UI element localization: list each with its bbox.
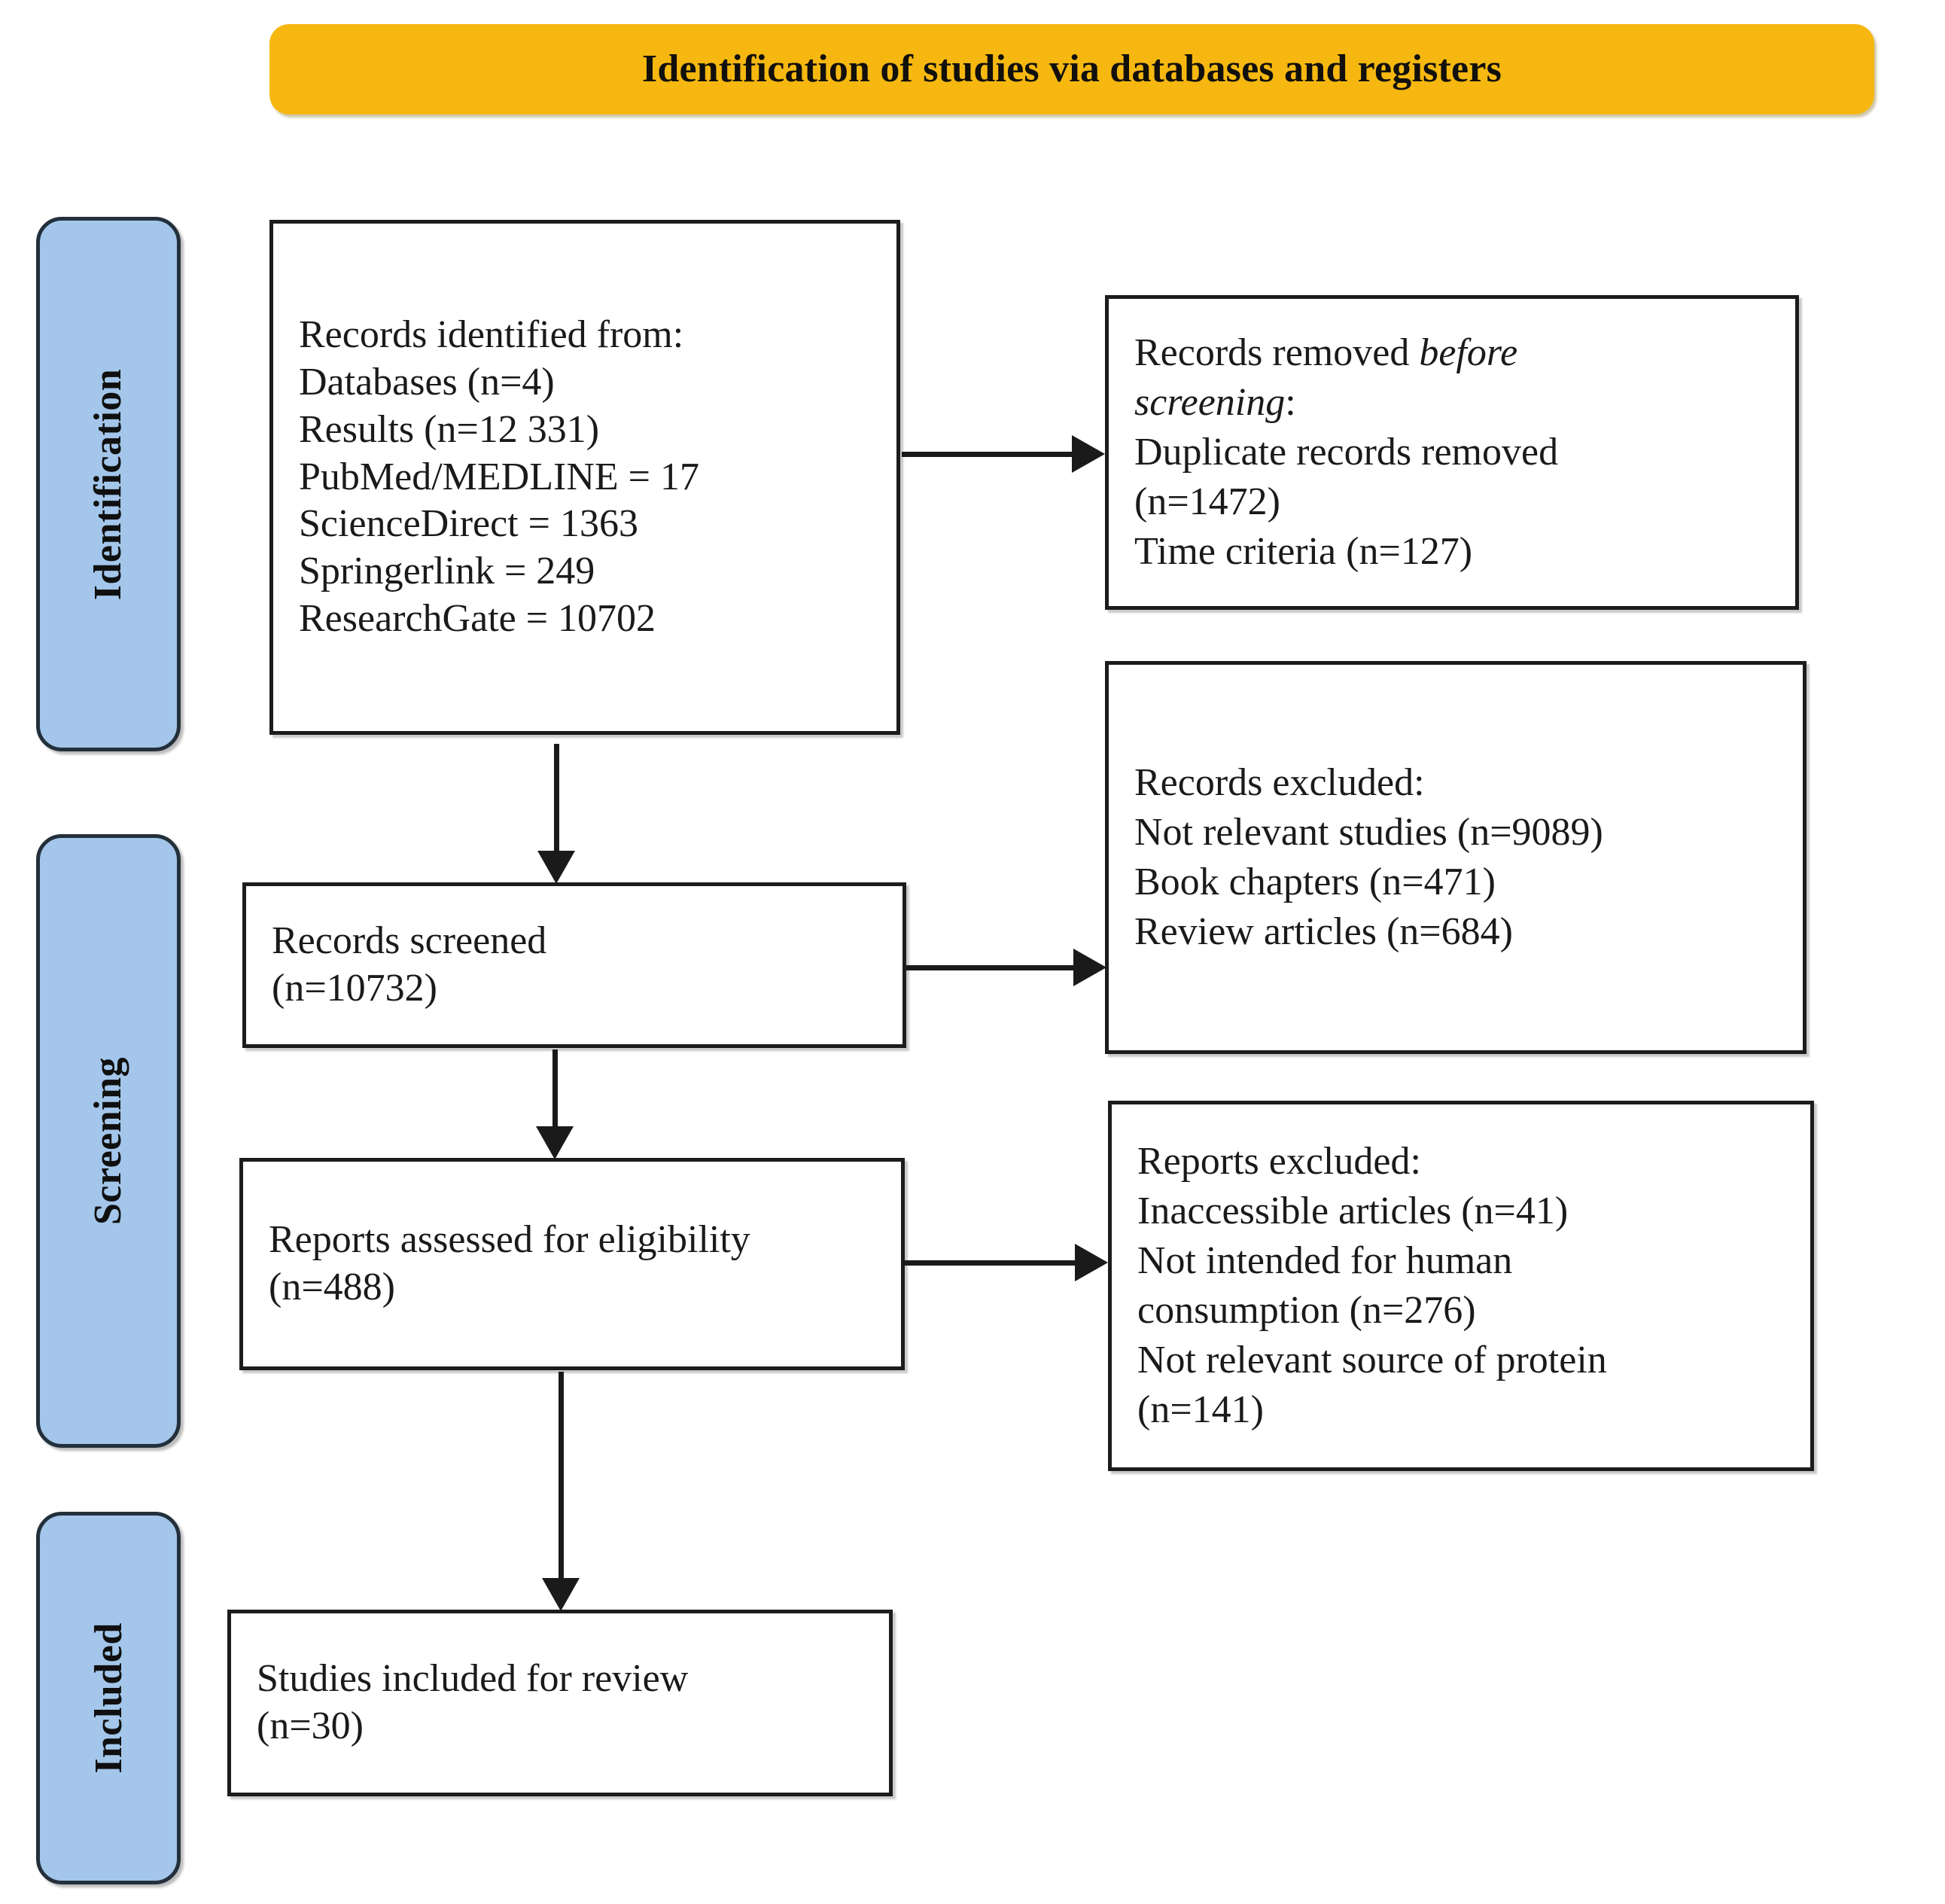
box-line: (n=488) [269,1266,395,1308]
arrow-shaft [906,965,1076,970]
arrow-head [1072,435,1105,473]
box-line: Records identified from: [299,312,684,356]
box-line: Inaccessible articles (n=41) [1137,1189,1569,1232]
stage-label-included-text: Included [87,1622,130,1774]
stage-label-screening: Screening [36,834,181,1448]
box-records-removed-before-screening: Records removed before screening: Duplic… [1105,295,1799,610]
arrow-head [1075,1244,1108,1281]
box-line: Book chapters (n=471) [1134,861,1496,903]
box-line: Time criteria (n=127) [1134,530,1473,574]
arrow-right-icon [906,949,1106,986]
arrow-shaft [902,452,1075,457]
box-records-excluded: Records excluded: Not relevant studies (… [1105,661,1807,1054]
box-line: (n=10732) [272,967,437,1010]
arrow-down-icon [542,1372,580,1611]
box-studies-included-for-review: Studies included for review (n=30) [227,1610,893,1796]
box-line: Not relevant studies (n=9089) [1134,810,1603,854]
arrow-down-icon [537,744,575,884]
box-line: Records screened [272,919,547,963]
diagram-title-banner: Identification of studies via databases … [269,24,1874,114]
box-line: ScienceDirect = 1363 [299,502,638,546]
box-records-identified: Records identified from: Databases (n=4)… [269,220,900,735]
box-reports-excluded: Reports excluded: Inaccessible articles … [1108,1101,1814,1471]
box-line-plain: Records removed [1134,331,1420,374]
box-line-italic: screening [1134,380,1286,424]
box-line: Review articles (n=684) [1134,910,1513,954]
box-line: Results (n=12 331) [299,407,600,451]
box-line: Reports assessed for eligibility [269,1218,750,1262]
arrow-shaft [559,1372,564,1581]
box-reports-assessed-for-eligibility: Reports assessed for eligibility (n=488) [239,1158,905,1370]
arrow-right-icon [902,435,1105,473]
arrow-head [542,1578,580,1611]
arrow-head [537,851,575,884]
arrow-shaft [554,744,559,854]
box-line: (n=30) [257,1704,364,1747]
box-line-italic: before [1419,331,1518,374]
page-title: Identification of studies via databases … [641,47,1502,91]
box-line: (n=1472) [1134,480,1280,524]
arrow-head [536,1126,574,1159]
box-line: Studies included for review [257,1657,689,1701]
box-records-screened: Records screened (n=10732) [242,882,906,1048]
box-line: Springerlink = 249 [299,550,595,593]
arrow-shaft [552,1049,558,1129]
stage-label-included: Included [36,1512,181,1884]
box-line: ResearchGate = 10702 [299,597,656,641]
box-line-plain: : [1285,380,1296,424]
arrow-head [1073,949,1106,986]
box-line: Not relevant source of protein [1137,1339,1607,1382]
box-line: (n=141) [1137,1388,1264,1432]
box-line: Not intended for human [1137,1238,1513,1282]
box-line: Reports excluded: [1137,1139,1421,1183]
box-line: screening: [1134,378,1770,428]
stage-label-identification-text: Identification [87,368,130,600]
box-line: PubMed/MEDLINE = 17 [299,455,699,498]
box-line: Databases (n=4) [299,360,555,404]
arrow-right-icon [903,1244,1108,1281]
stage-label-screening-text: Screening [87,1056,130,1226]
stage-label-identification: Identification [36,217,181,751]
arrow-shaft [903,1260,1078,1266]
box-line: Records excluded: [1134,760,1425,804]
box-line: Duplicate records removed [1134,430,1559,474]
box-line: consumption (n=276) [1137,1289,1476,1332]
arrow-down-icon [536,1049,574,1159]
box-line: Records removed before [1134,328,1770,378]
